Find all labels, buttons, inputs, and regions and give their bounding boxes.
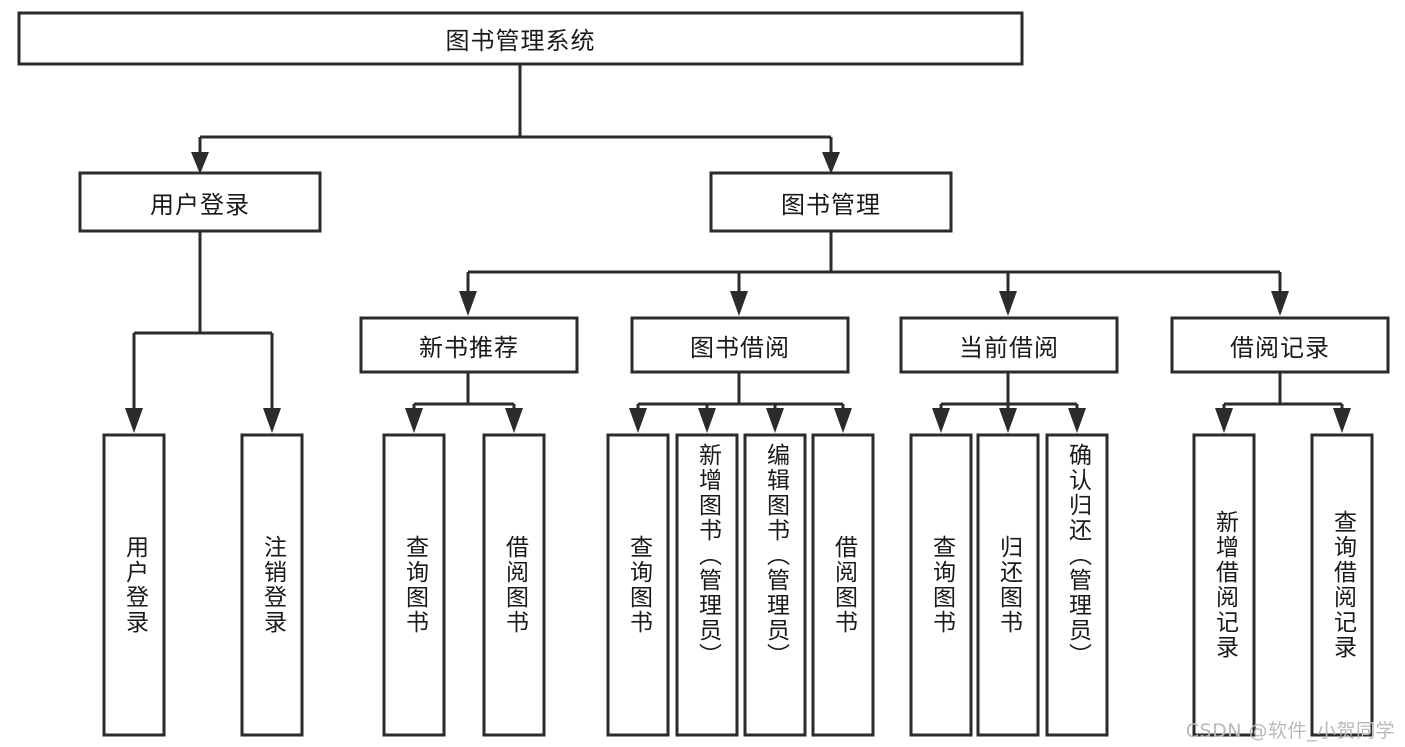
arrow-head-level2-1 (730, 291, 748, 316)
node-box-current-borrow[interactable] (899, 316, 1119, 374)
leaf-box-user-login-0[interactable] (102, 433, 166, 737)
arrow-head-user-login-leaf-0 (125, 408, 143, 433)
leaf-box-new-book-1[interactable] (482, 433, 546, 737)
arrow-head-current-borrow-leaf-0 (932, 408, 950, 433)
arrow-head-new-book-leaf-1 (505, 408, 523, 433)
arrow-head-user-login-leaf-1 (263, 408, 281, 433)
node-box-user-login[interactable] (78, 171, 322, 233)
arrow-head-level1-0 (191, 152, 209, 174)
leaf-box-book-borrow-0[interactable] (606, 433, 670, 737)
arrow-head-borrow-record-leaf-0 (1215, 408, 1233, 433)
node-box-root-system[interactable] (17, 11, 1024, 66)
leaf-box-new-book-0[interactable] (382, 433, 446, 737)
arrow-head-book-borrow-leaf-2 (766, 408, 784, 433)
leaf-box-borrow-record-0[interactable] (1192, 433, 1256, 737)
leaf-box-current-borrow-0[interactable] (909, 433, 973, 737)
arrow-head-current-borrow-leaf-1 (999, 408, 1017, 433)
node-box-borrow-record[interactable] (1170, 316, 1390, 374)
leaf-box-current-borrow-2[interactable] (1045, 433, 1109, 737)
arrow-head-level2-0 (459, 291, 477, 316)
arrow-head-borrow-record-leaf-1 (1333, 408, 1351, 433)
node-box-book-borrow[interactable] (630, 316, 850, 374)
arrow-head-book-borrow-leaf-0 (629, 408, 647, 433)
arrow-head-level1-1 (822, 152, 840, 174)
arrow-head-level2-2 (999, 291, 1017, 316)
arrow-head-book-borrow-leaf-1 (698, 408, 716, 433)
leaf-box-book-borrow-1[interactable] (675, 433, 739, 737)
leaf-box-user-login-1[interactable] (240, 433, 304, 737)
arrow-head-book-borrow-leaf-3 (834, 408, 852, 433)
leaf-box-book-borrow-2[interactable] (743, 433, 807, 737)
arrow-head-level2-3 (1271, 291, 1289, 316)
arrow-head-new-book-leaf-0 (405, 408, 423, 433)
arrow-head-current-borrow-leaf-2 (1068, 408, 1086, 433)
leaf-box-book-borrow-3[interactable] (811, 433, 875, 737)
leaf-box-current-borrow-1[interactable] (976, 433, 1040, 737)
node-box-new-book-recommend[interactable] (359, 316, 579, 374)
node-box-book-management[interactable] (709, 171, 953, 233)
watermark-text: CSDN @软件_小贺同学 (1185, 720, 1395, 742)
leaf-box-borrow-record-1[interactable] (1310, 433, 1374, 737)
